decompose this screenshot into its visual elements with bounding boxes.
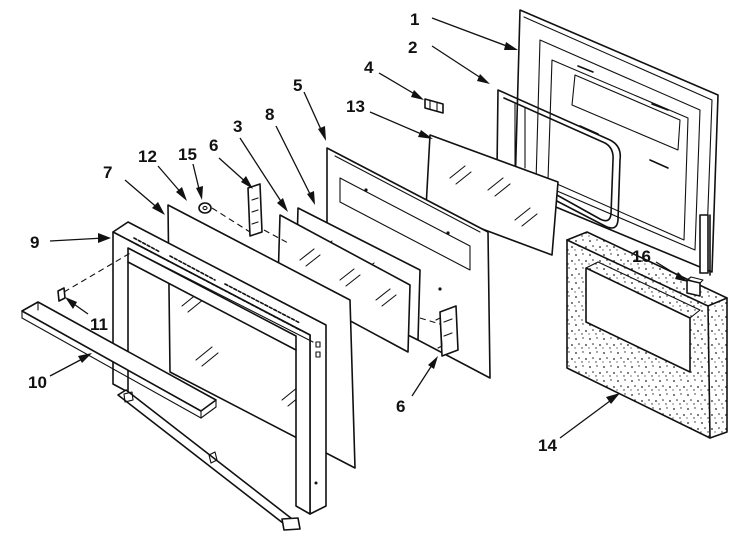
washer-part [198, 202, 212, 214]
callout-6-lower: 6 [396, 397, 405, 416]
callout-10: 10 [28, 373, 47, 392]
vent-slots [133, 237, 301, 331]
door-handle [21, 301, 217, 419]
callout-13: 13 [346, 97, 365, 116]
leader-lines [49, 17, 688, 439]
callout-16: 16 [632, 247, 651, 266]
callout-4: 4 [364, 58, 374, 77]
small-block-part [686, 276, 704, 297]
callout-12: 12 [138, 147, 157, 166]
inner-glass [425, 134, 559, 256]
callout-3: 3 [233, 117, 242, 136]
hinge-bracket-right [435, 305, 459, 357]
callout-1: 1 [410, 10, 419, 29]
callout-15: 15 [178, 145, 197, 164]
callout-7: 7 [103, 163, 112, 182]
callout-2: 2 [408, 38, 417, 57]
glass-spacer [277, 214, 411, 353]
bottom-trim-rail [117, 389, 301, 531]
callout-labels: 1 2 3 4 5 6 6 7 8 9 10 11 12 13 14 15 16 [28, 10, 651, 455]
callout-6-upper: 6 [209, 136, 218, 155]
callout-11: 11 [90, 315, 108, 334]
hinge-bracket-left [247, 183, 263, 237]
outer-door-frame [112, 221, 327, 515]
callout-8: 8 [265, 105, 274, 124]
clip-part [424, 98, 444, 114]
callout-9: 9 [30, 233, 39, 252]
callout-5: 5 [293, 76, 302, 95]
small-clip-part [57, 287, 66, 302]
door-gasket-frame [496, 89, 622, 229]
callout-14: 14 [538, 436, 557, 455]
alignment-lines [63, 207, 441, 325]
